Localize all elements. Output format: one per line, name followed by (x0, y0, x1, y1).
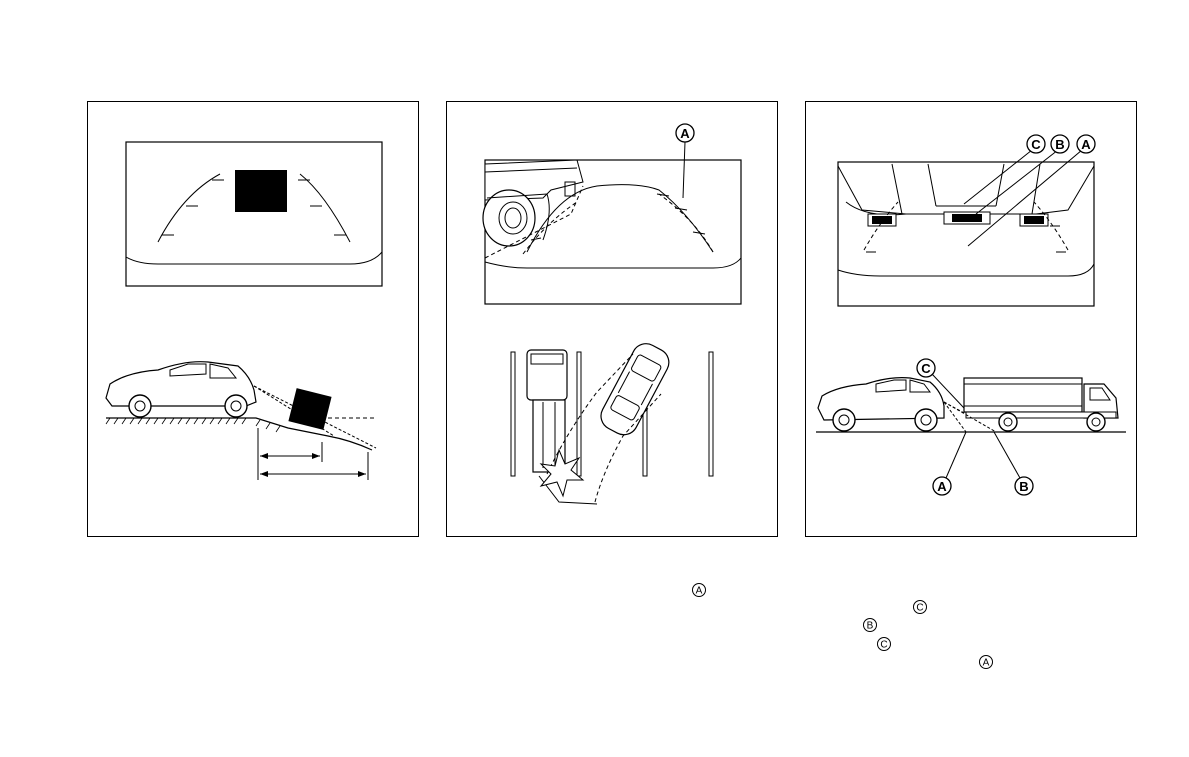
inline-callout-c-label: C (880, 640, 887, 651)
callout-b-label: B (1019, 479, 1028, 494)
inline-callout-a: A (978, 654, 994, 670)
callout-b-label: B (1055, 137, 1064, 152)
top-down-parking-scene (511, 339, 713, 504)
panel-parking-collision: A (446, 101, 778, 537)
monitor-screen: C B A (838, 135, 1095, 306)
callout-a-label: A (1081, 137, 1091, 152)
callout-c-label: C (1031, 137, 1041, 152)
object-on-screen (235, 170, 287, 212)
callout-a-label: A (937, 479, 947, 494)
car-and-truck-side-view: C A B (816, 359, 1126, 495)
parking-collision-figure: A (447, 102, 777, 536)
inline-callout-a-label: A (696, 586, 703, 597)
inline-callout-c: C (912, 599, 928, 615)
callout-a-label: A (680, 126, 690, 141)
inline-callout-c-label: C (916, 603, 923, 614)
inline-callout-a: A (691, 582, 707, 598)
inline-callout-b-label: B (867, 621, 874, 632)
inline-callout-c: C (876, 636, 892, 652)
monitor-screen (126, 142, 382, 286)
car-on-slope (106, 362, 376, 480)
inline-callout-b: B (862, 617, 878, 633)
flat-vs-slope-figure (88, 102, 418, 536)
inline-callout-a-label: A (983, 658, 990, 669)
obstacle-box (288, 388, 331, 430)
callout-c-label: C (921, 361, 931, 376)
monitor-screen: A (483, 124, 741, 304)
truck-distance-figure: C B A (806, 102, 1136, 536)
panel-flat-vs-slope (87, 101, 419, 537)
panel-truck-distance: C B A (805, 101, 1137, 537)
